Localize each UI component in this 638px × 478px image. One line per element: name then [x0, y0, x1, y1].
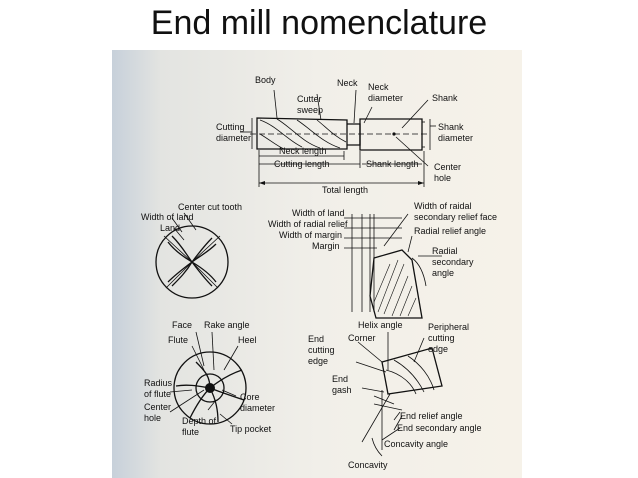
label-total-length: Total length — [322, 185, 368, 195]
slide-title: End mill nomenclature — [150, 4, 488, 42]
label-neck-diameter-2: diameter — [368, 93, 403, 103]
label-radial-secondary-angle-2: secondary — [432, 257, 474, 267]
label-land: Land — [160, 223, 180, 233]
label-radius-of-flute-2: of flute — [144, 389, 171, 399]
label-helix-angle: Helix angle — [358, 320, 403, 330]
label-peripheral-cutting-edge-1: Peripheral — [428, 322, 469, 332]
label-neck-length: Neck length — [279, 146, 327, 156]
label-heel: Heel — [238, 335, 257, 345]
nomenclature-diagram: Body Neck Neck diameter Shank Cutter swe… — [141, 75, 497, 470]
label-width-of-radial-secondary-1: Width of raidal — [414, 201, 472, 211]
label-flute: Flute — [168, 335, 188, 345]
label-cutting-length: Cutting length — [274, 159, 330, 169]
label-end-gash-1: End — [332, 374, 348, 384]
label-radius-of-flute-1: Radius — [144, 378, 173, 388]
label-end-gash-2: gash — [332, 385, 352, 395]
label-center-cut-tooth: Center cut tooth — [178, 202, 242, 212]
label-end-cutting-edge-2: cutting — [308, 345, 335, 355]
label-cutting-diameter-1: Cutting — [216, 122, 245, 132]
label-width-of-land-2: Width of land — [292, 208, 345, 218]
label-radial-secondary-angle-1: Radial — [432, 246, 458, 256]
scanned-figure: Body Neck Neck diameter Shank Cutter swe… — [112, 50, 522, 478]
label-center-hole-section-2: hole — [144, 413, 161, 423]
label-body: Body — [255, 75, 276, 85]
label-depth-of-flute-1: Depth of — [182, 416, 217, 426]
label-width-of-radial-relief: Width of radial relief — [268, 219, 348, 229]
end-view-flutes — [167, 235, 217, 287]
label-end-secondary-angle: End secondary angle — [397, 423, 482, 433]
label-shank-diameter-1: Shank — [438, 122, 464, 132]
label-depth-of-flute-2: flute — [182, 427, 199, 437]
label-shank-diameter-2: diameter — [438, 133, 473, 143]
label-end-cutting-edge-3: edge — [308, 356, 328, 366]
end-detail — [355, 332, 443, 457]
label-center-hole-section-1: Center — [144, 402, 171, 412]
label-center-hole-1: Center — [434, 162, 461, 172]
shank-outline — [359, 118, 423, 151]
label-peripheral-cutting-edge-3: edge — [428, 344, 448, 354]
label-cutting-diameter-2: diameter — [216, 133, 251, 143]
label-face: Face — [172, 320, 192, 330]
tooth-profile — [344, 213, 442, 319]
label-tip-pocket: Tip pocket — [230, 424, 272, 434]
label-core-diameter-2: diameter — [240, 403, 275, 413]
label-peripheral-cutting-edge-2: cutting — [428, 333, 455, 343]
body-outline — [256, 117, 348, 150]
label-end-relief-angle: End relief angle — [400, 411, 463, 421]
label-end-cutting-edge-1: End — [308, 334, 324, 344]
label-cutter-sweep-1: Cutter — [297, 94, 322, 104]
section-flutes — [175, 361, 245, 423]
label-cutter-sweep-2: sweep — [297, 105, 323, 115]
label-concavity: Concavity — [348, 460, 388, 470]
label-corner: Corner — [348, 333, 376, 343]
end-view-land — [155, 212, 229, 299]
label-width-of-land-1: Width of land — [141, 212, 194, 222]
label-radial-secondary-angle-3: angle — [432, 268, 454, 278]
label-rake-angle: Rake angle — [204, 320, 250, 330]
label-shank: Shank — [432, 93, 458, 103]
label-center-hole-2: hole — [434, 173, 451, 183]
label-shank-length: Shank length — [366, 159, 419, 169]
label-concavity-angle: Concavity angle — [384, 439, 448, 449]
label-neck: Neck — [337, 78, 358, 88]
cross-section — [169, 331, 247, 425]
label-width-of-margin: Width of margin — [279, 230, 342, 240]
end-mill-side-view — [240, 89, 436, 187]
neck-outline — [347, 123, 361, 146]
label-width-of-radial-secondary-2: secondary relief face — [414, 212, 497, 222]
helical-flutes — [259, 118, 347, 150]
label-margin: Margin — [312, 241, 340, 251]
label-core-diameter-1: Core — [240, 392, 260, 402]
label-radial-relief-angle: Radial relief angle — [414, 226, 486, 236]
tool-end — [381, 347, 443, 395]
label-neck-diameter-1: Neck — [368, 82, 389, 92]
